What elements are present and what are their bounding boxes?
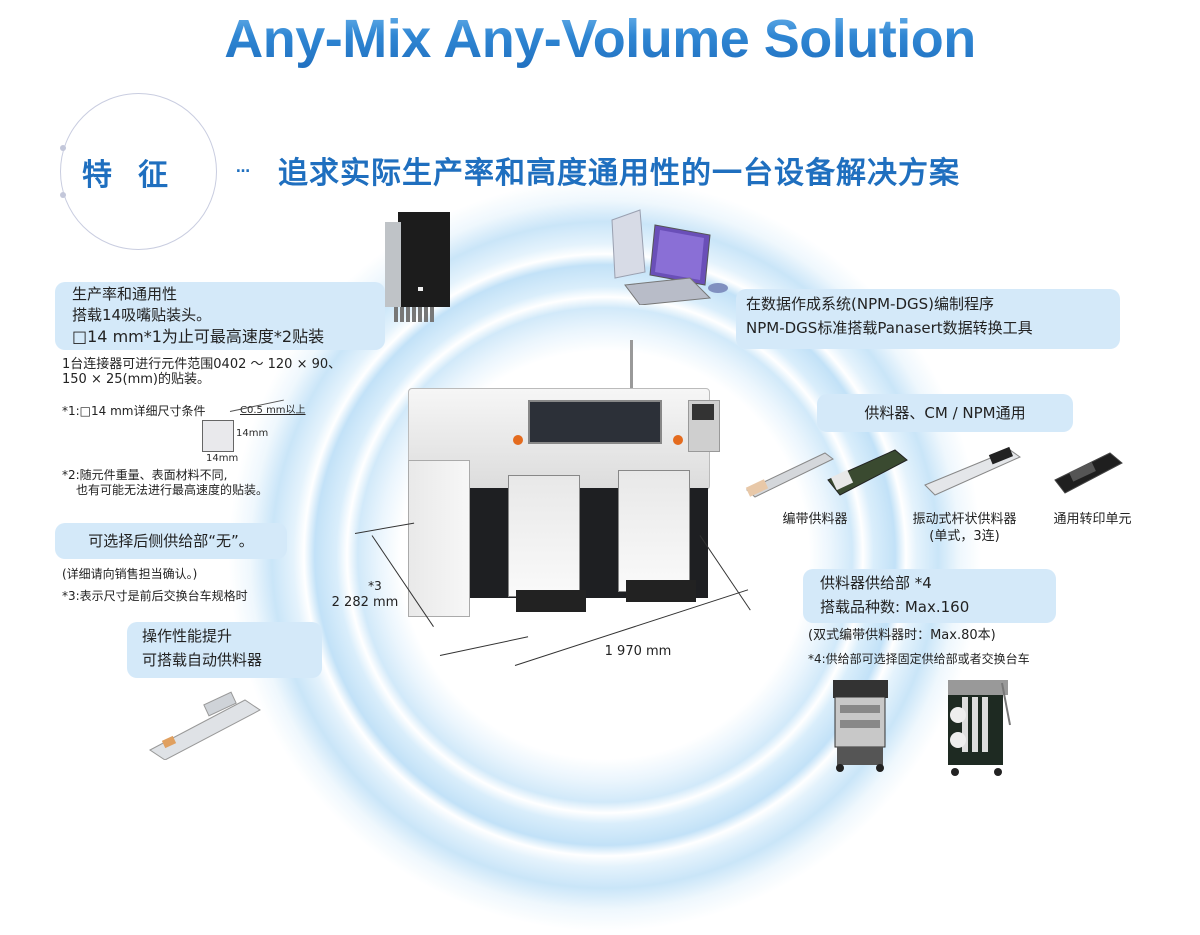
productivity-line-2: 搭载14吸嘴贴装头。 [72, 306, 212, 324]
feeder-cart-fixed-image [833, 680, 888, 772]
dgs-bubble: 在数据作成系统(NPM-DGS)编制程序 NPM-DGS标准搭载Panasert… [736, 289, 1120, 349]
dgs-line-2: NPM-DGS标准搭载Panasert数据转换工具 [746, 319, 1033, 337]
chamfer-label: C0.5 mm以上 [240, 405, 306, 416]
range-note-line-1: 1台连接器可进行元件范围0402 ～ 120 × 90、 [62, 357, 342, 372]
tape-feeder-green-image [827, 449, 908, 496]
footnote-1: *1:□14 mm详细尺寸条件 [62, 404, 206, 418]
smt-machine-image [408, 340, 720, 630]
rear-supply-bubble: 可选择后侧供给部“无”。 [55, 523, 287, 559]
range-note-line-2: 150 × 25(mm)的贴装。 [62, 372, 210, 387]
machine-window [528, 400, 662, 444]
cart-base [626, 580, 696, 602]
operability-line-1: 操作性能提升 [142, 627, 233, 645]
placement-head-image [385, 212, 450, 322]
feature-circle [60, 93, 217, 250]
front-feeder-cart-right [618, 470, 690, 592]
ellipsis-separator: … [236, 160, 250, 176]
operability-line-2: 可搭载自动供料器 [142, 651, 263, 669]
stick-feeder-name: 振动式杆状供料器 [912, 512, 1017, 527]
feeder-supply-bubble: 供料器供给部 *4 搭载品种数: Max.160 [803, 569, 1056, 623]
cart-base [516, 590, 586, 612]
emergency-button [513, 435, 523, 445]
productivity-bubble: 生产率和通用性 搭载14吸嘴贴装头。 □14 mm*1为止可最高速度*2贴装 [55, 282, 385, 350]
footnote-3: *3:表示尺寸是前后交换台车规格时 [62, 589, 248, 603]
productivity-line-3: □14 mm*1为止可最高速度*2贴装 [72, 327, 325, 346]
dgs-line-1: 在数据作成系统(NPM-DGS)编制程序 [746, 295, 995, 313]
feeder-cart-exchange-image [948, 680, 1011, 776]
depth-footnote-mark: *3 [368, 579, 382, 593]
page-title: Any-Mix Any-Volume Solution [0, 8, 1200, 70]
circle-dot-icon [60, 192, 66, 198]
stick-feeder-label: 振动式杆状供料器 (单式，3连) [897, 511, 1032, 545]
control-screen [692, 404, 714, 420]
sales-note: (详细请向销售担当确认。) [62, 567, 198, 581]
feature-subtitle: 追求实际生产率和高度通用性的一台设备解决方案 [278, 156, 960, 191]
feature-label: 特征 [82, 158, 194, 193]
stick-feeder-image [924, 446, 1022, 496]
footnote-2-line-2: 也有可能无法进行最高速度的贴装。 [76, 483, 269, 497]
square-height-label: 14mm [236, 428, 269, 439]
operability-bubble: 操作性能提升 可搭载自动供料器 [127, 622, 322, 678]
component-range-note: 1台连接器可进行元件范围0402 ～ 120 × 90、 150 × 25(mm… [62, 357, 382, 387]
transfer-unit-image [1054, 452, 1123, 494]
feeder-common-bubble: 供料器、CM / NPM通用 [817, 394, 1073, 432]
transfer-unit-label: 通用转印单元 [1053, 512, 1132, 527]
machine-side-panel [408, 460, 470, 617]
feeder-supply-line-1: 供料器供给部 *4 [820, 574, 932, 592]
double-feeder-note: (双式编带供料器时：Max.80本) [808, 628, 996, 643]
stick-feeder-sub: (单式，3连) [929, 529, 1000, 544]
tape-feeder-label: 编带供料器 [782, 512, 848, 527]
tape-feeder-image [745, 452, 834, 498]
auto-feeder-image [149, 691, 261, 760]
footnote-2: *2:随元件重量、表面材料不同, 也有可能无法进行最高速度的贴装。 [62, 468, 268, 498]
computer-image [611, 209, 728, 305]
width-dimension: 1 970 mm [604, 644, 672, 659]
circle-dot-icon [60, 145, 66, 151]
emergency-button [673, 435, 683, 445]
depth-dimension: 2 282 mm [331, 595, 399, 610]
footnote-2-line-1: *2:随元件重量、表面材料不同, [62, 468, 228, 482]
component-square-diagram [202, 420, 234, 452]
front-feeder-cart-left [508, 475, 580, 597]
feeder-supply-line-2: 搭载品种数: Max.160 [820, 598, 970, 616]
square-width-label: 14mm [206, 453, 239, 464]
signal-tower [630, 340, 633, 390]
productivity-line-1: 生产率和通用性 [72, 285, 178, 303]
footnote-4: *4:供给部可选择固定供给部或者交换台车 [808, 652, 1030, 666]
